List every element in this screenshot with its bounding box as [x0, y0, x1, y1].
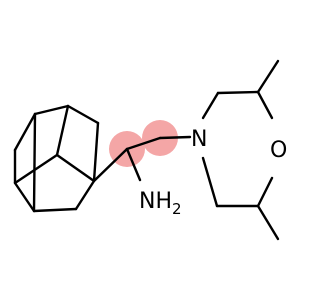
bond — [13, 112, 37, 152]
bond — [125, 136, 162, 151]
side-chain — [92, 135, 192, 183]
bond — [92, 121, 100, 183]
bond — [33, 104, 70, 116]
methyl-bond-top — [256, 59, 280, 94]
bond — [158, 135, 192, 140]
methyl-bond-bottom — [256, 204, 280, 241]
structure-diagram: N O NH2 — [13, 59, 287, 241]
bond — [32, 112, 37, 213]
bond — [13, 153, 59, 185]
morpholine-ring — [201, 59, 280, 241]
bond — [256, 90, 274, 120]
bond — [55, 153, 96, 183]
bond — [66, 104, 100, 125]
oxygen-atom-label: O — [270, 138, 287, 163]
bond — [201, 91, 220, 120]
amine-label-subscript: 2 — [172, 200, 182, 218]
nitrogen-atom-label: N — [191, 127, 207, 152]
bond — [13, 181, 36, 213]
bond — [92, 147, 129, 183]
bond — [55, 104, 70, 157]
amine-label-main: NH — [139, 189, 172, 214]
bond — [256, 176, 274, 208]
bond — [74, 179, 96, 211]
bond — [216, 90, 260, 95]
bond — [201, 156, 219, 208]
adamantane-cage — [13, 104, 100, 213]
amine-label: NH2 — [139, 189, 182, 218]
bond — [32, 207, 78, 213]
bond — [125, 147, 142, 182]
